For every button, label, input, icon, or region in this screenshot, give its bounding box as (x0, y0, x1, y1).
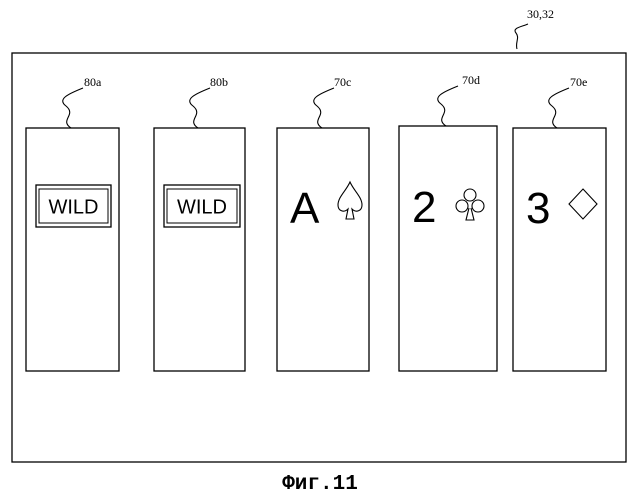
leader-line (190, 88, 210, 128)
reference-label: 80b (210, 75, 228, 89)
card-outline (399, 126, 497, 371)
card-rank: 2 (412, 183, 436, 232)
wild-label: WILD (49, 197, 99, 219)
wild-label: WILD (177, 197, 227, 219)
reference-label: 70c (334, 75, 351, 89)
leader-line (314, 88, 334, 128)
frame-reference-label: 30,32 (527, 7, 554, 21)
leader-line (63, 88, 83, 128)
patent-figure: 30,32 80a WILD 80b WILD 70c A 70d 2 (0, 0, 640, 470)
card-outline (513, 128, 606, 371)
spade-icon (338, 182, 362, 219)
leader-line (438, 86, 458, 126)
frame-leader-line (515, 24, 528, 49)
card-rank: 3 (526, 184, 550, 233)
leader-line (549, 88, 569, 128)
figure-caption: Фиг.11 (0, 473, 640, 496)
card-70d: 70d 2 (399, 73, 497, 371)
card-outline (154, 128, 245, 371)
reference-label: 70e (570, 75, 587, 89)
club-icon (456, 189, 484, 220)
reference-label: 70d (462, 73, 480, 87)
card-80b: 80b WILD (154, 75, 245, 371)
card-70c: 70c A (277, 75, 369, 371)
card-rank: A (290, 184, 320, 233)
card-70e: 70e 3 (513, 75, 606, 371)
reference-label: 80a (84, 75, 102, 89)
diamond-icon (569, 189, 597, 219)
card-outline (26, 128, 119, 371)
card-80a: 80a WILD (26, 75, 119, 371)
card-outline (277, 128, 369, 371)
display-frame (12, 53, 626, 462)
